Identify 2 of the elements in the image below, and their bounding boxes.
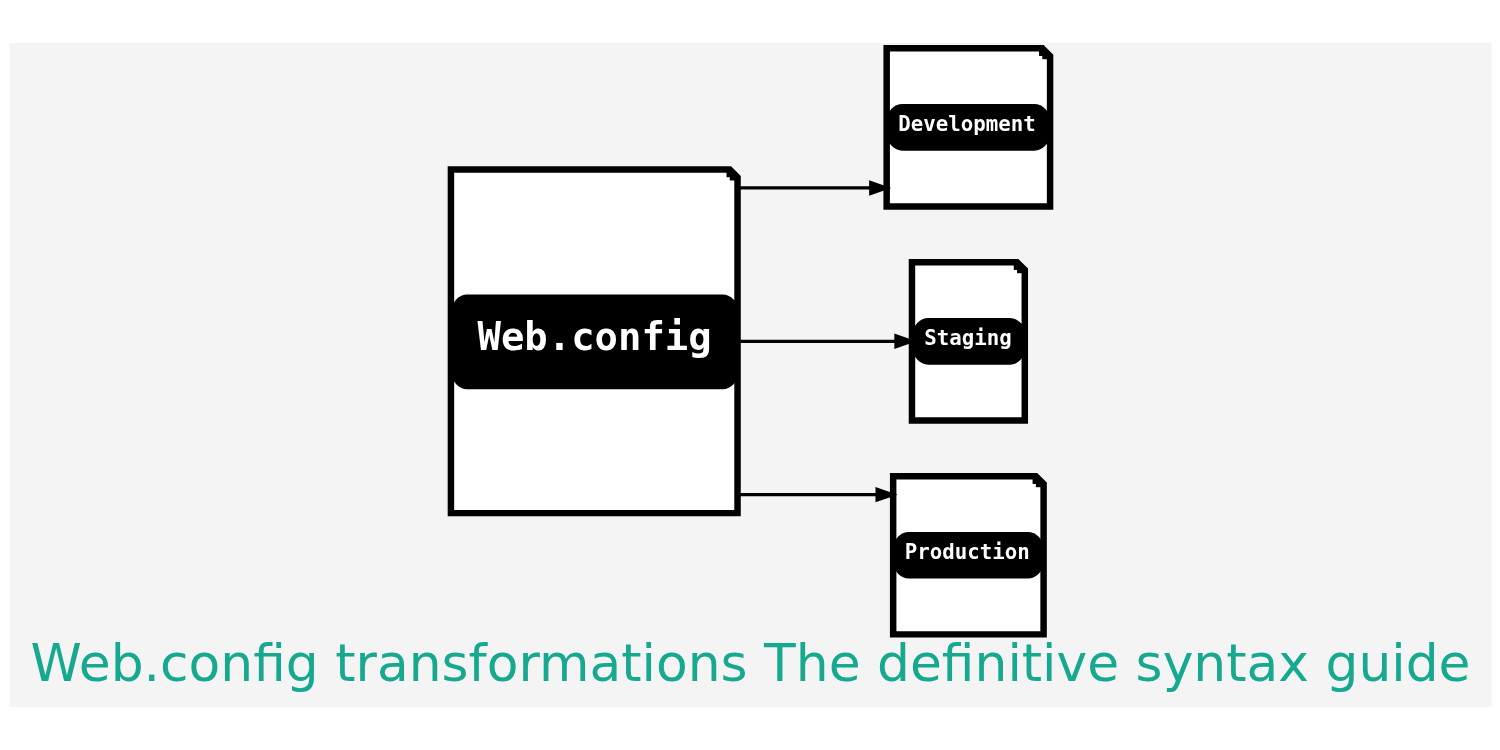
arrow (737, 180, 891, 196)
arrow (737, 486, 898, 503)
